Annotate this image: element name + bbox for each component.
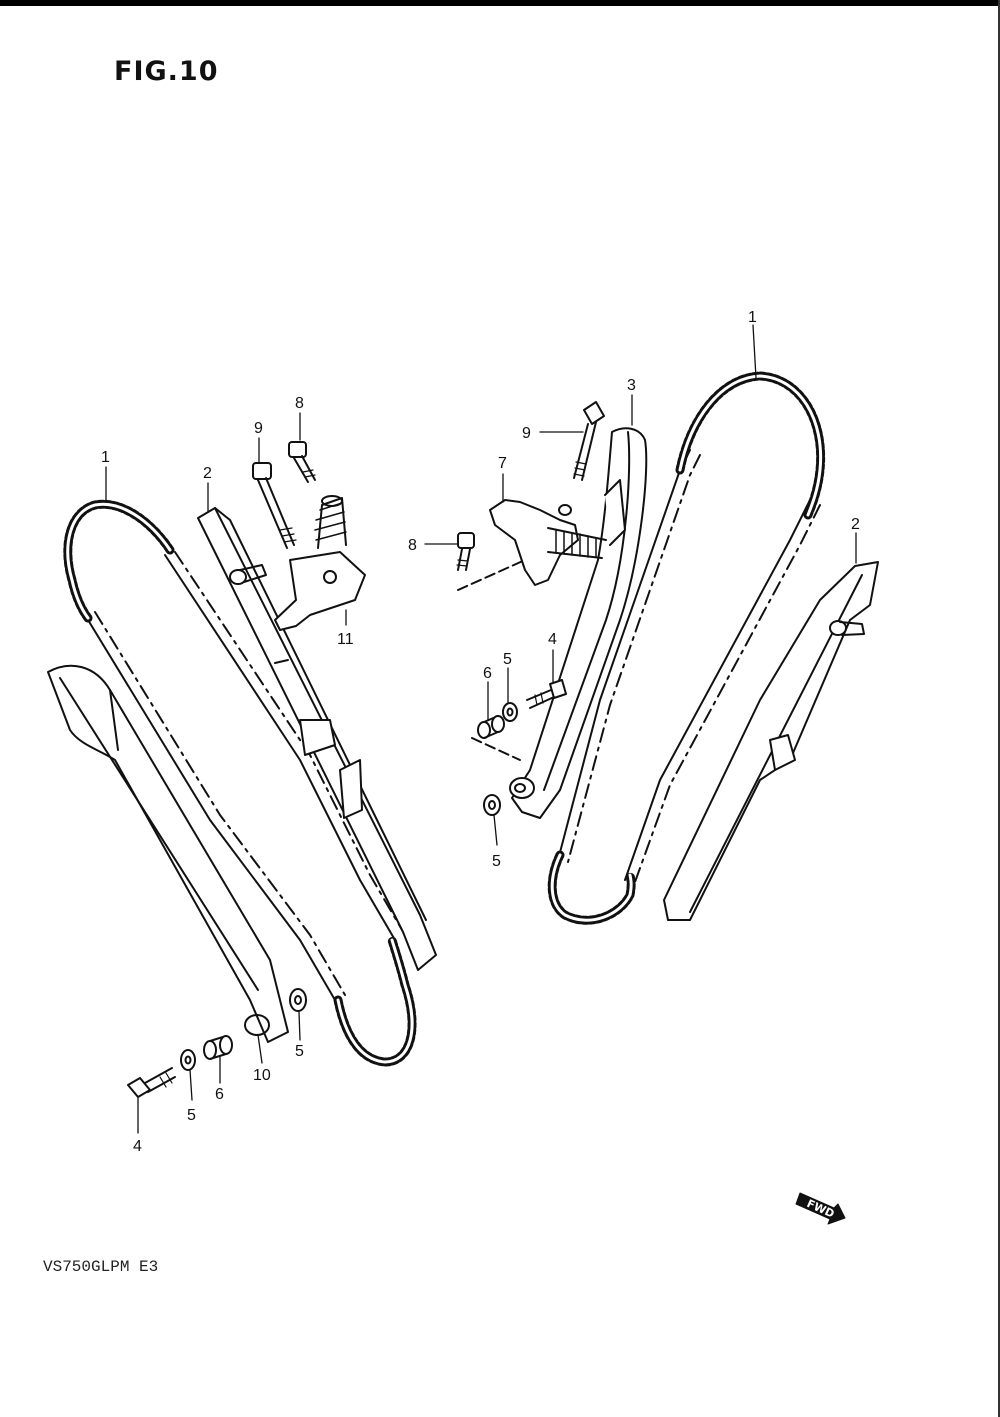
callout-right-bolt-short: 8 [408,537,417,554]
right-bushing [471,715,521,761]
callout-right-bolt-long: 9 [522,425,531,442]
left-right-washer-hole [294,995,302,1005]
left-cam-chain [63,499,417,1067]
callout-labels: 1 2 9 8 11 4 5 6 10 5 1 3 9 7 8 4 5 6 5 … [101,309,860,1221]
right-bottom-washer-hole [488,800,496,810]
callout-right-bottom-washer: 5 [492,853,501,870]
callout-left-pivot: 10 [253,1067,271,1084]
callout-left-bolt-long: 9 [254,420,263,437]
right-top-washer [502,702,518,722]
callout-right-chain: 1 [748,309,757,326]
left-tensioner-blade [47,664,289,1043]
callout-left-bolt-short: 8 [295,395,304,412]
left-long-bolt [252,462,297,549]
left-bottom-bolt [127,1067,176,1098]
right-bolt [526,679,567,709]
right-tensioner-adjuster [457,499,607,591]
leader-lines [105,324,857,1134]
callout-left-bottom-washer: 5 [187,1107,196,1124]
callout-left-bottom-bolt: 4 [133,1138,142,1155]
left-chain-guide [197,507,437,971]
right-long-bolt [573,401,605,481]
right-bottom-washer [483,794,501,816]
right-chain-guide [663,561,879,921]
callout-right-bushing: 6 [483,665,492,682]
left-bottom-washer [180,1049,196,1071]
callout-left-adjuster: 11 [337,631,354,648]
callout-right-adjuster: 7 [498,455,507,472]
left-short-bolt [288,441,316,483]
figure-title: FIG.10 [114,56,219,87]
fwd-label: FWD [805,1197,837,1221]
callout-right-top-washer: 5 [503,651,512,668]
model-code-label: VS750GLPM E3 [43,1258,159,1276]
callout-left-guide: 2 [203,465,212,482]
left-tensioner-adjuster [274,495,366,631]
left-bottom-washer-hole [184,1055,192,1065]
left-right-washer [289,988,307,1012]
right-short-bolt [456,532,475,571]
callout-left-bushing: 6 [215,1086,224,1103]
right-tensioner-guide [509,427,648,819]
callout-left-right-washer: 5 [295,1043,304,1060]
callout-left-chain: 1 [101,449,110,466]
callout-right-bolt: 4 [548,631,557,648]
fwd-arrow-icon [795,1192,846,1225]
right-cam-chain [547,371,826,925]
left-bushing [203,1035,233,1060]
callout-right-guide: 2 [851,516,860,533]
top-border-rule [0,0,1000,6]
right-top-washer-hole [506,707,514,717]
callout-right-tensioner: 3 [627,377,636,394]
right-border-rule [998,0,1000,1417]
